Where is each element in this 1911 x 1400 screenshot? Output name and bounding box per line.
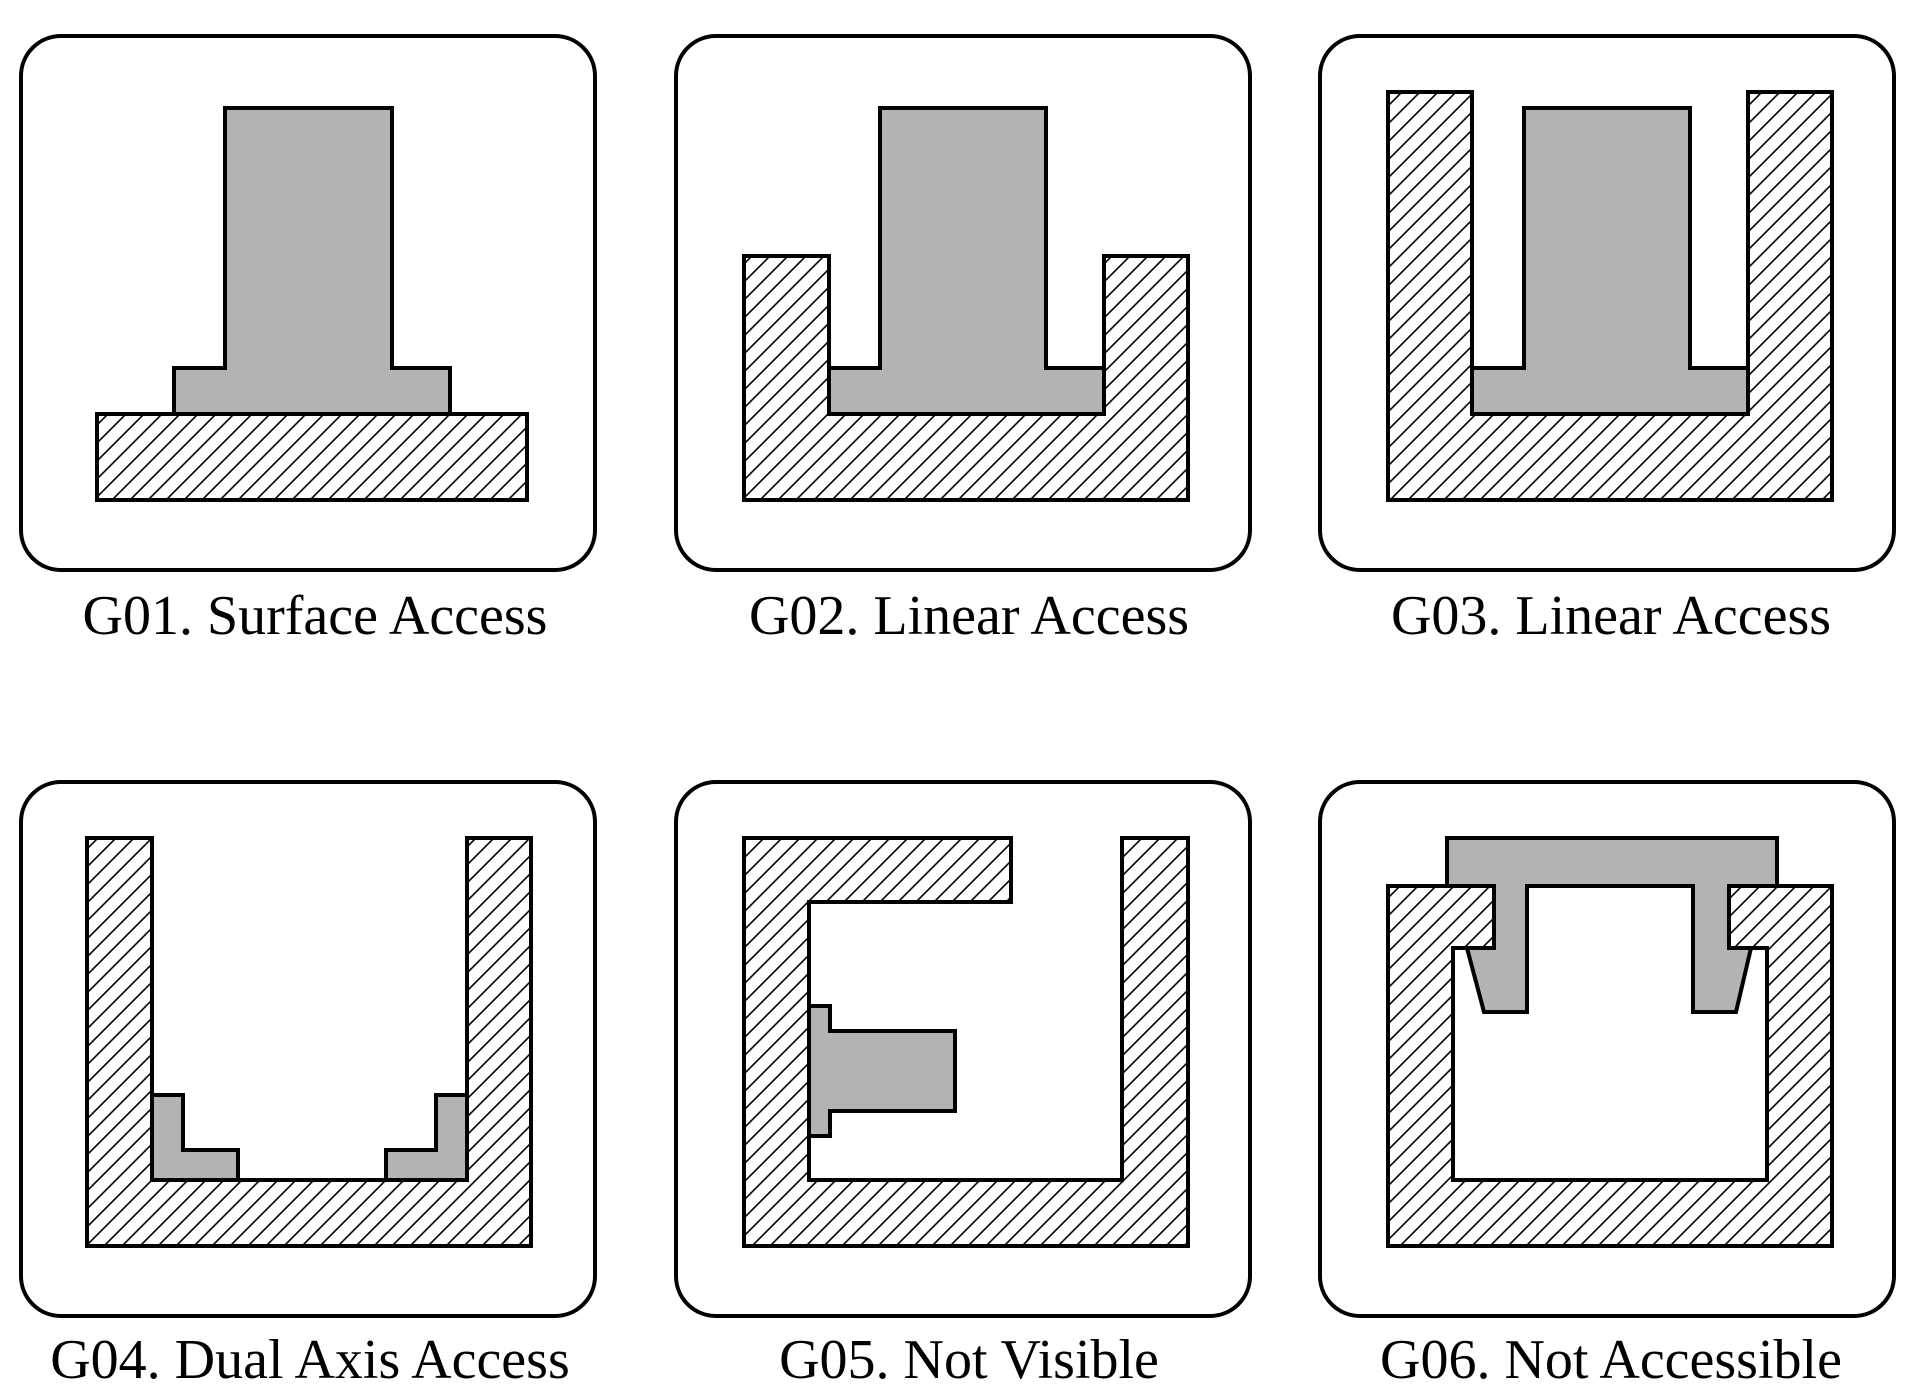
capped-part — [1445, 836, 1779, 1014]
caption-g01: G01. Surface Access — [82, 585, 548, 647]
deep-channel-block — [1386, 90, 1834, 502]
caption-g06: G06. Not Accessible — [1380, 1329, 1842, 1391]
caption-g03: G03. Linear Access — [1390, 585, 1832, 647]
caption-g05: G05. Not Visible — [779, 1329, 1159, 1391]
part — [827, 106, 1106, 416]
caption-g02: G02. Linear Access — [748, 585, 1190, 647]
part — [172, 106, 452, 416]
panel-g04 — [19, 780, 597, 1318]
hooked-block — [742, 836, 1190, 1248]
left-corner-part — [150, 1093, 240, 1182]
hidden-part — [807, 1004, 957, 1138]
panel-g01 — [19, 34, 597, 572]
panel-g06 — [1318, 780, 1896, 1318]
channel-block — [742, 254, 1190, 502]
right-corner-part — [384, 1093, 469, 1182]
part — [1470, 106, 1750, 416]
panel-g03 — [1318, 34, 1896, 572]
base-block — [95, 412, 529, 502]
caption-g04: G04. Dual Axis Access — [50, 1329, 570, 1391]
panel-g05 — [674, 780, 1252, 1318]
panel-g02 — [674, 34, 1252, 572]
u-channel-block — [85, 836, 533, 1248]
